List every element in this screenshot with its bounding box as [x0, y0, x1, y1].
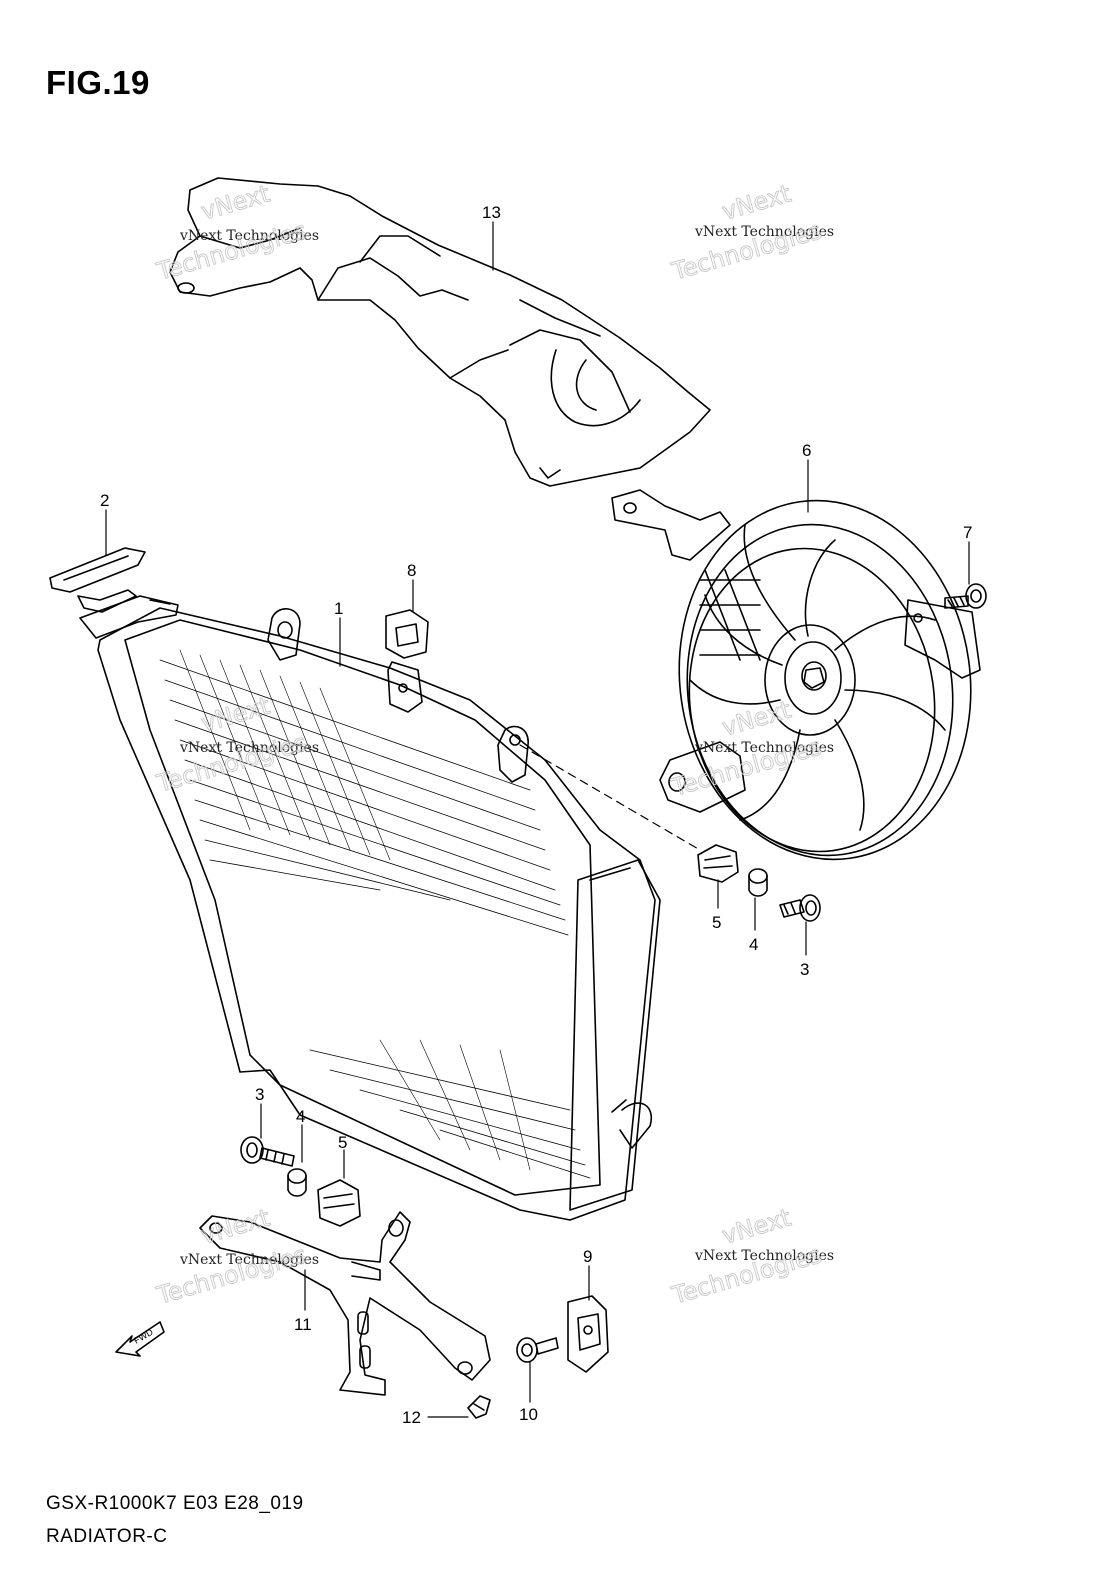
fan-bolt: [944, 583, 987, 609]
callout-3-upper: 3: [800, 960, 809, 979]
callout-11: 11: [294, 1315, 312, 1334]
callout-5-upper: 5: [712, 913, 721, 932]
watermark-word: Technologies: [153, 216, 310, 286]
radiator-cap: [49, 547, 146, 613]
callout-1: 1: [334, 599, 343, 618]
callout-5-lower: 5: [338, 1133, 347, 1152]
bolt-3-lower: [240, 1136, 295, 1167]
watermarks: vNext vNext Technologies Technologies vN…: [153, 179, 835, 1310]
grommet-5-upper: [697, 844, 739, 883]
watermark-text: vNext Technologies: [179, 1252, 319, 1268]
watermark-brand: vNext: [198, 1204, 273, 1250]
clip-nut-8: [385, 609, 429, 659]
watermark-text: vNext Technologies: [694, 224, 834, 240]
fwd-arrow-icon: FWD: [115, 1321, 165, 1357]
collar-4-lower: [287, 1168, 307, 1197]
model-code: GSX-R1000K7 E03 E28_019: [46, 1493, 304, 1514]
bolt-3-upper: [779, 894, 821, 922]
figure-title: FIG.19: [46, 64, 150, 101]
callout-4-upper: 4: [749, 935, 758, 954]
callout-2: 2: [100, 491, 109, 510]
callout-9: 9: [583, 1247, 592, 1266]
callout-3-lower: 3: [255, 1085, 264, 1104]
callout-13: 13: [482, 203, 501, 222]
callout-4-lower: 4: [296, 1107, 305, 1126]
leader-lines: [105, 221, 970, 1418]
fwd-label: FWD: [132, 1327, 155, 1346]
watermark-text: vNext Technologies: [694, 1248, 834, 1264]
radiator-core: [79, 595, 661, 1221]
clip-nut-9: [567, 1295, 609, 1373]
watermark-text: vNext Technologies: [179, 228, 319, 244]
callout-7: 7: [963, 523, 972, 542]
watermark-brand: vNext: [719, 180, 794, 226]
collar-4-upper: [748, 868, 768, 897]
cooling-fan: [611, 489, 981, 861]
radiator-shroud: [169, 177, 711, 487]
callout-8: 8: [407, 561, 416, 580]
watermark-text: vNext Technologies: [694, 740, 834, 756]
callout-12: 12: [402, 1408, 421, 1427]
watermark-brand: vNext: [198, 180, 273, 226]
lower-bracket: [199, 1211, 491, 1396]
watermark-word: Technologies: [153, 728, 310, 798]
watermark-text: vNext Technologies: [179, 740, 319, 756]
bolt-10: [516, 1337, 559, 1363]
figure-caption: RADIATOR-C: [46, 1526, 168, 1547]
watermark-brand: vNext: [719, 1204, 794, 1250]
callout-6: 6: [802, 441, 811, 460]
screw-12: [467, 1395, 491, 1419]
grommet-5-lower: [317, 1179, 361, 1227]
callout-10: 10: [519, 1405, 538, 1424]
